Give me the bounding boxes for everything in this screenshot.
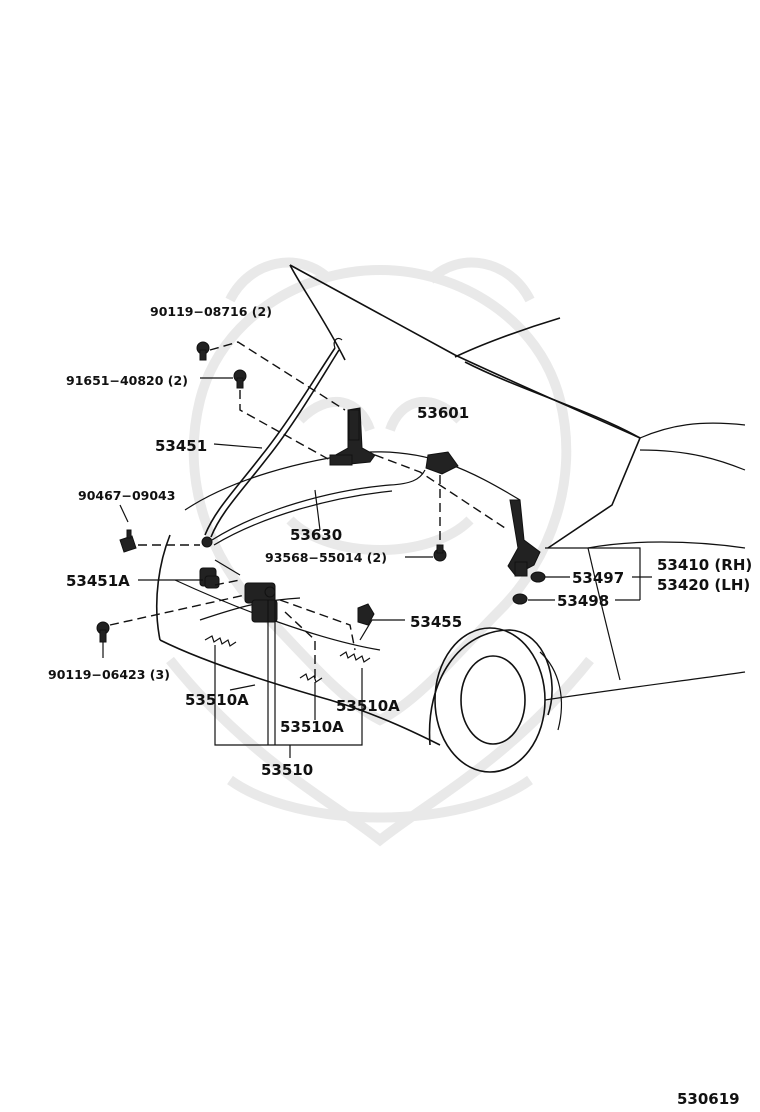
label-53451: 53451 [155, 437, 207, 455]
hood-release-cable [211, 469, 426, 576]
hood-support-rod [201, 337, 343, 548]
hood-lock-assembly [199, 567, 278, 623]
label-53498: 53498 [557, 592, 609, 610]
label-53510A-left: 53510A [185, 691, 249, 709]
watermark-emblem [166, 257, 594, 847]
bolt-91651-40820 [233, 369, 247, 389]
hood-hook-53455 [357, 603, 375, 626]
hinge-cushion-53497 [530, 571, 546, 583]
bolt-93568-55014 [433, 544, 447, 562]
spring-right [339, 651, 371, 663]
label-90119-06423: 90119−06423 (3) [48, 667, 170, 682]
spring-mid [299, 673, 323, 683]
label-91651-40820: 91651−40820 (2) [66, 373, 188, 388]
diagram-code: 530619 [677, 1090, 740, 1108]
bolt-90119-08716 [196, 341, 210, 361]
hinge-cushion-53498 [512, 593, 528, 605]
label-53510A-right: 53510A [336, 697, 400, 715]
bolt-90119-06423 [96, 621, 110, 643]
hood-hinge-left [329, 407, 376, 466]
rod-holder-53451A [204, 575, 220, 589]
label-53601: 53601 [417, 404, 469, 422]
grommet-90467 [119, 529, 137, 553]
label-53451A: 53451A [66, 572, 130, 590]
dashed-reference-lines [109, 341, 506, 678]
label-53497: 53497 [572, 569, 624, 587]
spring-left [204, 635, 237, 647]
label-93568-55014: 93568−55014 (2) [265, 550, 387, 565]
label-53630: 53630 [290, 526, 342, 544]
leader-lines [102, 377, 652, 758]
label-53510A-mid: 53510A [280, 718, 344, 736]
label-53410: 53410 (RH) [657, 556, 752, 574]
hood-hinge-right [507, 499, 541, 577]
label-53455: 53455 [410, 613, 462, 631]
label-90467-09043: 90467−09043 [78, 488, 175, 503]
hood-lock-striker-53601 [425, 451, 459, 475]
label-53510: 53510 [261, 761, 313, 779]
label-90119-08716: 90119−08716 (2) [150, 304, 272, 319]
label-53420: 53420 (LH) [657, 576, 750, 594]
